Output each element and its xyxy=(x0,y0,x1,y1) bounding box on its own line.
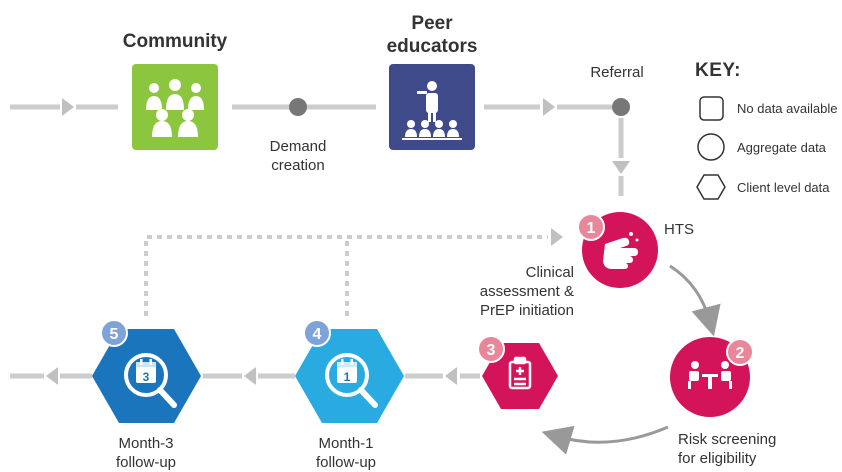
svg-text:2: 2 xyxy=(736,345,745,362)
risk-to-clinical-arrow xyxy=(541,425,669,455)
community-heading: Community xyxy=(122,31,228,52)
key-square-icon xyxy=(699,96,724,121)
month3-calendar-digit: 3 xyxy=(143,370,150,384)
month1-calendar-digit: 1 xyxy=(344,370,351,384)
step-badge-1: 1 xyxy=(577,213,605,241)
referral-node xyxy=(612,98,630,116)
peer-educators-heading: Peer educators xyxy=(386,13,478,57)
svg-text:5: 5 xyxy=(110,326,119,343)
key-aggregate-label: Aggregate data xyxy=(737,140,826,155)
key-hexagon-icon xyxy=(696,174,726,200)
hts-label: HTS xyxy=(664,221,694,238)
demand-creation-node xyxy=(289,98,307,116)
community-node xyxy=(132,64,218,150)
demand-creation-label: Demand creation xyxy=(269,138,327,174)
clinical-assessment-node xyxy=(482,343,558,409)
month3-followup-node xyxy=(92,329,201,423)
month1-followup-node xyxy=(295,329,404,423)
month3-label: Month-3 follow-up xyxy=(115,435,177,471)
clipboard-medical-icon xyxy=(508,356,532,390)
presenter-audience-icon xyxy=(402,81,462,140)
finger-prick-test-icon xyxy=(603,232,639,269)
calendar-search-icon xyxy=(325,353,378,408)
peer-educators-node xyxy=(389,64,475,150)
clinical-assessment-label: Clinical assessment & PrEP initiation xyxy=(479,264,574,319)
svg-text:4: 4 xyxy=(313,326,322,343)
key-circle-icon xyxy=(697,133,725,161)
key-no-data-label: No data available xyxy=(737,101,838,116)
key-shapes xyxy=(696,96,726,200)
referral-label: Referral xyxy=(590,64,644,81)
step-badge-4: 4 xyxy=(303,319,331,347)
bottom-flow-line xyxy=(10,367,480,385)
counselling-desk-icon xyxy=(688,361,732,389)
top-flow-line xyxy=(10,98,630,196)
key-title: KEY: xyxy=(695,60,741,81)
svg-text:1: 1 xyxy=(587,220,596,237)
group-people-icon xyxy=(146,79,204,137)
step-badge-2: 2 xyxy=(726,338,754,366)
step-badge-3: 3 xyxy=(477,335,505,363)
svg-text:3: 3 xyxy=(487,342,496,359)
key-client-level-label: Client level data xyxy=(737,180,830,195)
calendar-search-icon xyxy=(124,353,177,408)
step-badge-5: 5 xyxy=(100,319,128,347)
hts-to-risk-arrow xyxy=(669,264,721,337)
follow-up-return-lines xyxy=(144,228,563,316)
month1-label: Month-1 follow-up xyxy=(315,435,377,471)
risk-screening-label: Risk screening for eligibility xyxy=(678,431,777,467)
